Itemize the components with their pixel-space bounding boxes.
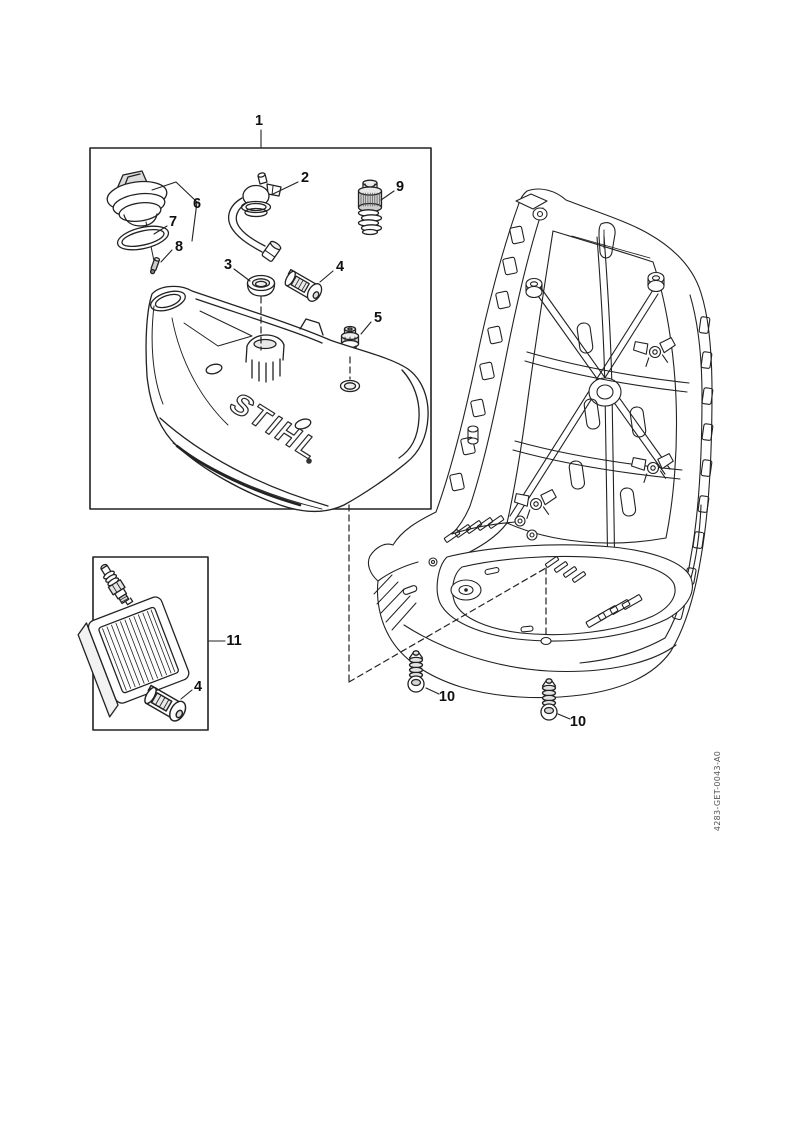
vent-ribs xyxy=(443,515,643,628)
grip-hatch-lines xyxy=(373,574,417,631)
part-callout-10-left: 10 xyxy=(438,689,456,705)
callout-leader-lines xyxy=(151,129,571,720)
retainer-pin xyxy=(149,257,161,275)
screw-right xyxy=(540,678,558,721)
assembly-dashed-lines xyxy=(260,296,547,683)
air-filter xyxy=(77,596,190,718)
part-callout-6: 6 xyxy=(192,196,202,212)
part-callout-1: 1 xyxy=(254,113,264,129)
part-callout-5: 5 xyxy=(373,310,383,326)
part-callout-4-kit: 4 xyxy=(193,679,203,695)
mount-bracket xyxy=(632,337,676,367)
mount-bracket xyxy=(513,489,557,519)
vent-valve-with-hose xyxy=(227,172,282,262)
part-callout-4: 4 xyxy=(335,259,345,275)
logo-registered-dot xyxy=(306,458,312,464)
fuel-filter-in-kit xyxy=(144,684,187,722)
fuel-tank: STIHL xyxy=(145,285,429,512)
fuel-filter xyxy=(284,268,323,302)
backpack-frame xyxy=(367,188,714,699)
screw-left xyxy=(407,650,425,693)
part-callout-3: 3 xyxy=(223,257,233,273)
part-callout-8: 8 xyxy=(174,239,184,255)
grommet xyxy=(246,274,276,297)
left-rail-slots xyxy=(449,225,525,492)
knurled-screw-with-spring xyxy=(357,179,383,236)
right-rail-slots xyxy=(672,316,714,621)
o-ring xyxy=(116,225,170,251)
part-callout-2: 2 xyxy=(300,170,310,186)
part-callout-9: 9 xyxy=(395,179,405,195)
back-panel-slots xyxy=(568,322,647,517)
part-callout-10-right: 10 xyxy=(569,714,587,730)
detail-box-1 xyxy=(89,147,432,510)
spark-plug xyxy=(100,563,134,606)
part-callout-7: 7 xyxy=(168,214,178,230)
mount-bracket xyxy=(630,453,674,483)
document-code: 4283-GET-0043-A0 xyxy=(713,750,722,832)
part-callout-11: 11 xyxy=(226,633,242,649)
tank-cap xyxy=(106,170,168,262)
